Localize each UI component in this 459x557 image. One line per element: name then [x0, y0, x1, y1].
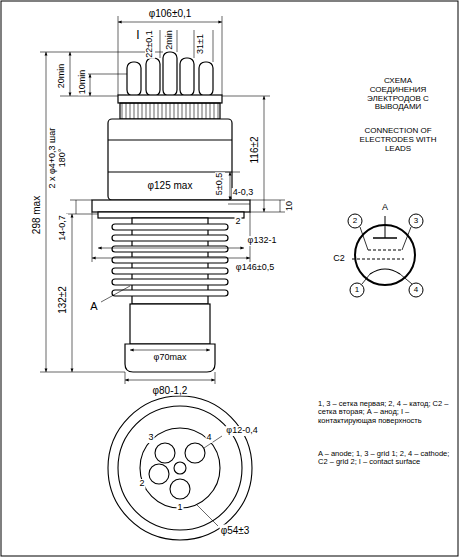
dimension: 132±2	[57, 285, 68, 315]
dimension: 298 max	[31, 195, 42, 235]
pin-number: 1	[354, 286, 360, 295]
dimension: 10	[285, 200, 295, 212]
dimension: φ106±0,1	[148, 8, 193, 19]
dimension: 2 x φ4+0,3 шаг 180°	[48, 126, 68, 190]
part-label: A	[89, 300, 98, 312]
electrode-label: A	[381, 203, 389, 213]
view-mark: I	[135, 29, 140, 42]
heading: CONNECTION OF ELECTRODES WITH LEADS	[354, 127, 442, 153]
pin-number: 2	[138, 479, 145, 489]
dimension: 2min	[165, 29, 175, 51]
pin-number: 2	[352, 217, 358, 226]
pin-number: 4	[205, 433, 212, 443]
heading: СХЕМА СОЕДИНЕНИЯ ЭЛЕКТРОДОВ С ВЫВОДАМИ	[354, 77, 442, 112]
dimension: φ70max	[153, 353, 188, 363]
dimension: 14-0,7	[58, 214, 68, 242]
tube-symbol	[348, 214, 423, 297]
legend-note: A – anode; 1, 3 – grid 1; 2, 4 – cathode…	[317, 450, 453, 467]
dimension: φ132-1	[247, 236, 278, 246]
electrode-label: C2	[332, 254, 346, 264]
base-view	[108, 396, 252, 540]
pin-number: 1	[176, 503, 183, 513]
dimension: φ54±3	[220, 525, 251, 536]
dimension: 116±2	[249, 136, 260, 165]
legend-note: 1, 3 – сетка первая; 2, 4 – катод; С2 – …	[317, 400, 453, 425]
dimension: φ146±0,5	[235, 263, 275, 273]
dimension-lines	[40, 16, 285, 384]
dimension: φ125 max	[147, 180, 194, 191]
dimension: φ80-1,2	[152, 385, 189, 396]
tube-body	[92, 52, 250, 372]
dimension: 22±0,1	[145, 29, 155, 58]
dimension: φ12-0,4	[225, 426, 258, 436]
dimension: 5±0,5	[215, 172, 225, 196]
dimension: 4-0,3	[232, 188, 255, 198]
dimension: 31±1	[196, 33, 206, 55]
dimension: 20min	[57, 63, 67, 90]
pin-number: 4	[413, 286, 419, 295]
dimension: 10min	[78, 69, 88, 96]
pin-number: 3	[147, 433, 154, 443]
pin-number: 3	[413, 217, 419, 226]
dimension: 2	[234, 217, 241, 227]
base-leaders	[196, 436, 222, 526]
